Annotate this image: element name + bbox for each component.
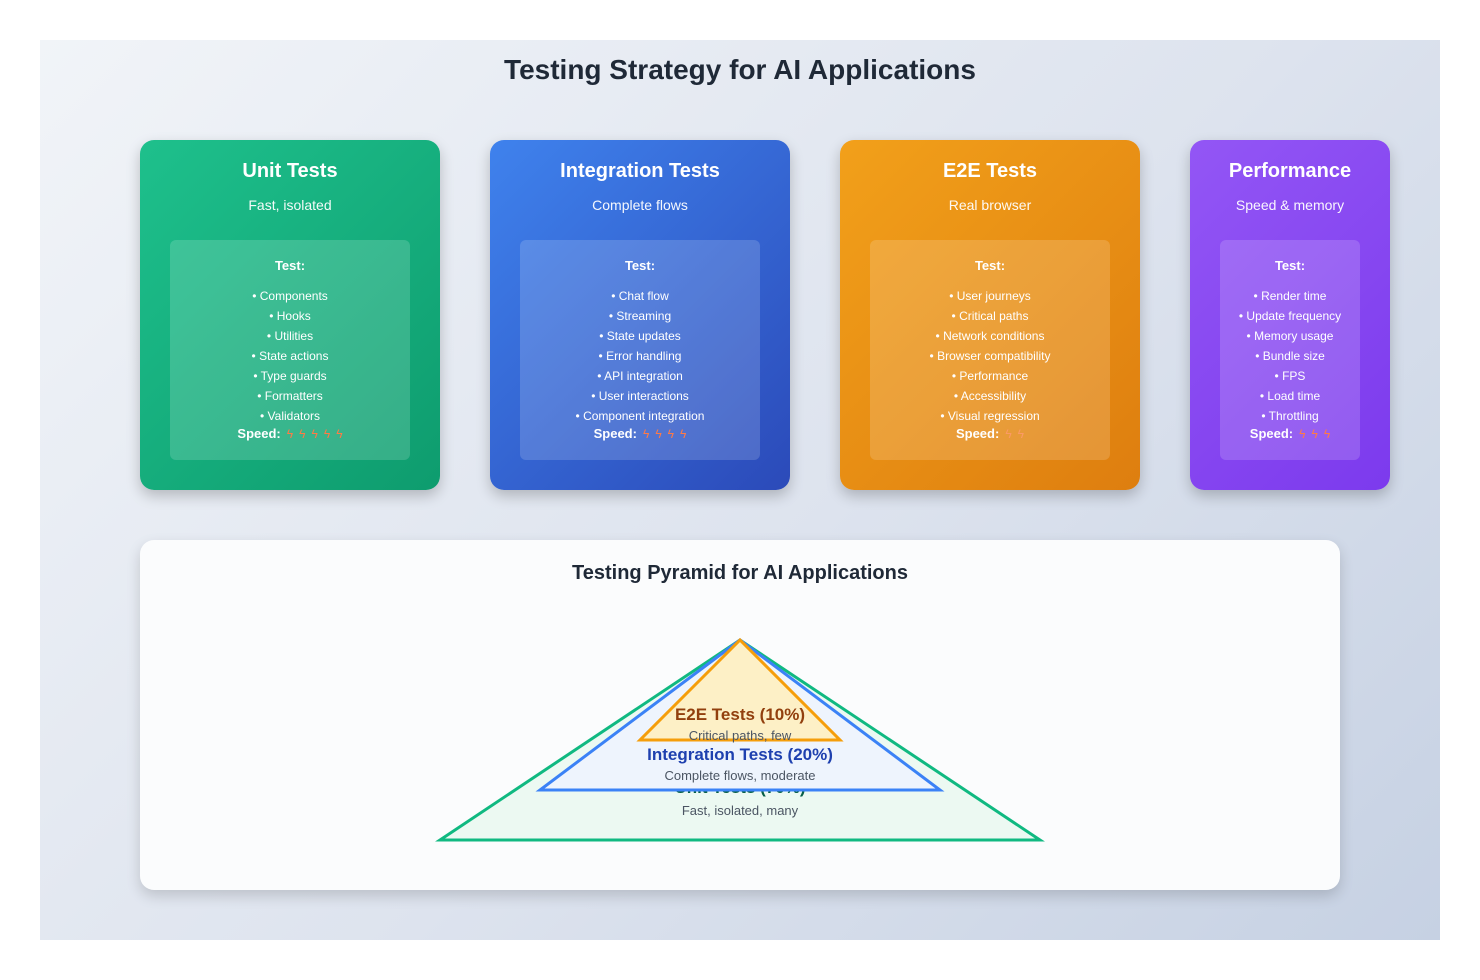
lightning-bolt-icon: ϟ [1299,427,1306,441]
pyramid-layer-description: Critical paths, few [689,728,792,743]
test-item: User interactions [520,386,760,406]
test-label: Test: [624,258,656,273]
lightning-bolt-icon: ϟ [1017,427,1025,441]
pyramid-layer-label: Integration Tests (20%) [647,745,833,764]
test-item: Component integration [520,406,760,426]
card-e2e-tests: E2E Tests Real browser Test: User journe… [840,140,1140,490]
pyramid-title: Testing Pyramid for AI Applications [572,562,908,584]
test-label: Test: [274,258,306,273]
test-item: Update frequency [1220,306,1360,326]
test-list: Chat flow Streaming State updates Error … [520,286,760,426]
pyramid-layer-label: E2E Tests (10%) [675,705,805,724]
speed-label: Speed: [237,426,281,441]
diagram-canvas: Testing Strategy for AI Applications Uni… [40,40,1440,940]
card-title: Unit Tests [242,160,338,182]
test-item: FPS [1220,366,1360,386]
test-item: Load time [1220,386,1360,406]
test-item: State actions [170,346,410,366]
pyramid-layer-description: Complete flows, moderate [664,768,815,783]
lightning-bolt-icon: ϟ [667,427,675,441]
test-item: Error handling [520,346,760,366]
lightning-bolt-icon: ϟ [1005,427,1012,441]
test-item: Type guards [170,366,410,386]
card-integration-tests: Integration Tests Complete flows Test: C… [490,140,790,490]
card-subtitle: Fast, isolated [248,197,332,213]
card-test-panel: Test: User journeys Critical paths Netwo… [870,240,1110,460]
card-test-panel: Test: Components Hooks Utilities State a… [170,240,410,460]
card-unit-tests: Unit Tests Fast, isolated Test: Componen… [140,140,440,490]
test-item: Critical paths [870,306,1110,326]
test-item: Browser compatibility [870,346,1110,366]
test-item: Render time [1220,286,1360,306]
card-subtitle: Complete flows [592,197,688,213]
test-item: API integration [520,366,760,386]
card-subtitle: Real browser [948,197,1032,213]
test-item: Bundle size [1220,346,1360,366]
test-item: Streaming [520,306,760,326]
test-list: Render time Update frequency Memory usag… [1220,286,1360,426]
speed-label: Speed: [1249,426,1294,441]
card-subtitle: Speed & memory [1235,197,1345,213]
lightning-bolt-icon: ϟ [642,427,650,441]
card-test-panel: Test: Chat flow Streaming State updates … [520,240,760,460]
card-title: Performance [1228,160,1352,182]
test-item: Memory usage [1220,326,1360,346]
speed-label: Speed: [593,426,637,441]
lightning-bolt-icon: ϟ [336,427,343,441]
test-item: Utilities [170,326,410,346]
lightning-bolt-icon: ϟ [311,427,318,441]
lightning-bolt-icon: ϟ [655,427,662,441]
page-title: Testing Strategy for AI Applications [504,54,976,85]
lightning-bolt-icon: ϟ [323,427,331,441]
test-item: State updates [520,326,760,346]
lightning-bolt-icon: ϟ [1323,427,1331,441]
test-item: Accessibility [870,386,1110,406]
test-item: User journeys [870,286,1110,306]
pyramid-layer-e2e [636,637,844,742]
card-title: Integration Tests [560,160,720,182]
test-item: Visual regression [870,406,1110,426]
card-test-panel: Test: Render time Update frequency Memor… [1220,240,1360,460]
lightning-bolt-icon: ϟ [1311,427,1318,441]
test-item: Hooks [170,306,410,326]
test-item: Throttling [1220,406,1360,426]
card-title: E2E Tests [942,160,1038,182]
test-list: Components Hooks Utilities State actions… [170,286,410,426]
pyramid-panel: Testing Pyramid for AI Applications Unit… [140,540,1340,890]
test-item: Validators [170,406,410,426]
lightning-bolt-icon: ϟ [680,427,687,441]
testing-pyramid: Unit Tests (70%) Fast, isolated, many In… [435,637,1045,842]
test-label: Test: [1274,258,1306,273]
test-list: User journeys Critical paths Network con… [870,286,1110,426]
speed-label: Speed: [955,426,1000,441]
test-item: Network conditions [870,326,1110,346]
card-performance: Performance Speed & memory Test: Render … [1190,140,1390,490]
test-item: Components [170,286,410,306]
lightning-bolt-icon: ϟ [286,427,294,441]
lightning-bolt-icon: ϟ [299,427,306,441]
pyramid-layer-description: Fast, isolated, many [682,803,799,818]
test-item: Performance [870,366,1110,386]
test-item: Formatters [170,386,410,406]
test-label: Test: [974,258,1006,273]
test-item: Chat flow [520,286,760,306]
